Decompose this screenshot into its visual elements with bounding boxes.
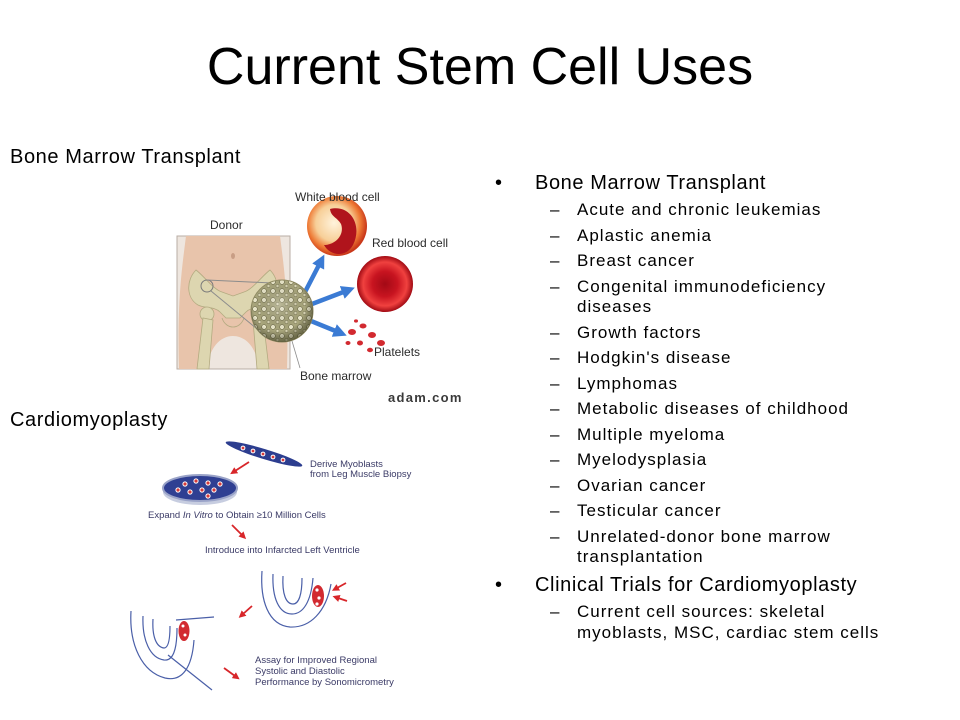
sub-marker: –: [550, 276, 561, 296]
sub-item: –Metabolic diseases of childhood: [495, 399, 887, 420]
sub-item: –Growth factors: [495, 323, 887, 344]
step2-italic: In Vitro: [183, 510, 213, 521]
step4-line2: Systolic and Diastolic: [255, 666, 345, 677]
sub-item-text: Unrelated-donor bone marrow transplantat…: [577, 526, 831, 567]
petri-dish: [162, 474, 238, 505]
sub-item-text: Current cell sources: skeletal myoblasts…: [577, 602, 880, 642]
cardiomyoplasty-diagram: Derive Myoblasts from Leg Muscle Biopsy …: [130, 441, 412, 691]
sub-item: –Testicular cancer: [495, 501, 887, 522]
bullet-bone-marrow-transplant: • Bone Marrow Transplant: [495, 170, 915, 196]
step4-line3: Performance by Sonomicrometry: [255, 677, 394, 688]
sub-item: –Myelodysplasia: [495, 450, 887, 471]
sub-item-text: Testicular cancer: [577, 501, 722, 520]
image-credit: adam.com: [388, 390, 463, 405]
step1-line2: from Leg Muscle Biopsy: [310, 469, 412, 480]
sub-item-text: Growth factors: [577, 322, 702, 342]
arrow-injection-lower: [332, 595, 348, 602]
heart-ventricle-assay: [130, 610, 215, 691]
step2-part2: to Obtain ≥10 Million Cells: [213, 510, 326, 521]
bullet-marker: •: [495, 172, 503, 194]
bullet-label: Clinical Trials for Cardiomyoplasty: [535, 574, 858, 596]
sub-item: –Congenital immunodeficiency diseases: [495, 277, 887, 318]
step2-part1: Expand: [148, 510, 183, 521]
sub-item: –Current cell sources: skeletal myoblast…: [495, 602, 887, 643]
arrow-to-assay-heart: [238, 605, 253, 618]
slide-title: Current Stem Cell Uses: [206, 38, 754, 96]
sub-item-text: Aplastic anemia: [577, 225, 713, 245]
heart-ventricle-injected: [261, 570, 332, 628]
sub-item-text: Myelodysplasia: [577, 450, 708, 469]
sub-marker: –: [550, 475, 561, 495]
sub-item-text: Multiple myeloma: [577, 424, 726, 444]
sub-item: –Breast cancer: [495, 251, 887, 272]
red-arrows: [223, 461, 348, 680]
sub-item: –Ovarian cancer: [495, 476, 887, 497]
bullet-marker: •: [495, 574, 503, 596]
sub-marker: –: [550, 526, 561, 546]
donor-label: Donor: [210, 218, 243, 232]
step4-line1: Assay for Improved Regional: [255, 655, 377, 666]
bone-marrow-label: Bone marrow: [300, 369, 372, 383]
sub-item-text: Lymphomas: [577, 373, 678, 393]
sub-item: –Aplastic anemia: [495, 226, 887, 247]
sub-item: –Hodgkin's disease: [495, 348, 887, 369]
arrow-dish-to-injection: [231, 524, 247, 540]
sub-marker: –: [550, 602, 561, 621]
myoblast-cell: [225, 441, 303, 467]
step3-label: Introduce into Infarcted Left Ventricle: [205, 545, 360, 556]
sub-item: –Unrelated-donor bone marrow transplanta…: [495, 527, 887, 568]
sub-item: –Lymphomas: [495, 374, 887, 395]
sub-item-text: Ovarian cancer: [577, 475, 707, 495]
arrow-to-platelets: [308, 318, 347, 337]
platelets-cluster: [345, 319, 385, 353]
arrow-to-red-blood-cell: [309, 286, 355, 307]
blue-arrows: [302, 254, 355, 337]
step2-label: Expand In Vitro to Obtain ≥10 Million Ce…: [148, 510, 326, 521]
arrow-to-white-blood-cell: [302, 254, 325, 295]
arrow-biopsy-to-dish: [230, 461, 250, 475]
bullet-clinical-trials: • Clinical Trials for Cardiomyoplasty: [495, 572, 915, 598]
bullet-label: Bone Marrow Transplant: [535, 172, 767, 194]
sub-marker: –: [550, 200, 561, 219]
sub-marker: –: [550, 450, 561, 469]
sub-marker: –: [550, 399, 561, 418]
red-blood-cell: [357, 256, 413, 312]
sub-item-text: Congenital immunodeficiency diseases: [577, 276, 827, 317]
sub-marker: –: [550, 348, 561, 367]
bone-marrow-transplant-label: Bone Marrow Transplant: [10, 146, 242, 168]
sub-marker: –: [550, 373, 561, 393]
sub-marker: –: [550, 225, 561, 245]
sub-item: –Acute and chronic leukemias: [495, 200, 887, 221]
sub-marker: –: [550, 251, 561, 270]
sub-marker: –: [550, 322, 561, 342]
sub-marker: –: [550, 501, 561, 520]
white-blood-cell-label: White blood cell: [295, 190, 380, 204]
bone-marrow-transplant-diagram: Donor White blood cell Red blood cell Pl…: [176, 190, 463, 405]
sub-item-text: Breast cancer: [577, 251, 695, 270]
sub-marker: –: [550, 424, 561, 444]
bone-marrow-magnified: [250, 279, 314, 343]
sub-item-text: Hodgkin's disease: [577, 348, 732, 367]
arrow-to-assay-text: [223, 667, 240, 680]
sub-item-text: Metabolic diseases of childhood: [577, 399, 849, 418]
sub-item-text: Acute and chronic leukemias: [577, 200, 822, 219]
white-blood-cell: [307, 196, 367, 256]
cardiomyoplasty-label: Cardiomyoplasty: [10, 409, 168, 431]
bullet-list: • Bone Marrow Transplant –Acute and chro…: [495, 170, 915, 643]
sub-item: –Multiple myeloma: [495, 425, 887, 446]
red-blood-cell-label: Red blood cell: [372, 236, 448, 250]
platelets-label: Platelets: [374, 345, 420, 359]
step1-line1: Derive Myoblasts: [310, 459, 383, 470]
arrow-injection-upper: [331, 582, 347, 591]
